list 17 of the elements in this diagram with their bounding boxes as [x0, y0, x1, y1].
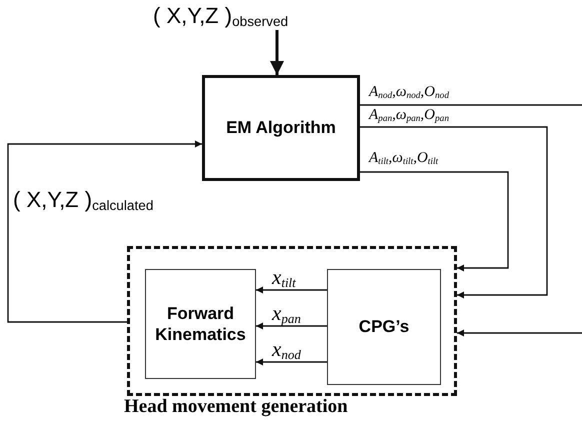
arrow [360, 126, 548, 298]
edge-label: A$_{tilt}$,ω$_{tilt}$,O$_{tilt}$ [368, 150, 440, 166]
process-box: EM Algorithm [202, 75, 360, 181]
group-caption: Head movement generation [124, 396, 348, 418]
arrow [360, 171, 509, 272]
edge-label: ( X,Y,Z )$_{calculated}$ [12, 188, 154, 212]
arrow [457, 330, 582, 336]
process-box: CPG’s [327, 269, 441, 385]
arrow [256, 358, 327, 366]
edge-label: A$_{pan}$,ω$_{pan}$,O$_{pan}$ [368, 107, 450, 124]
edge-label: A$_{nod}$,ω$_{nod}$,O$_{nod}$ [368, 84, 450, 100]
arrow [270, 30, 284, 75]
arrow [256, 286, 327, 294]
arrow [7, 140, 202, 323]
input-label: ( X,Y,Z )$_{observed}$ [118, 2, 298, 30]
process-box: Forward Kinematics [145, 269, 256, 379]
arrow [256, 322, 327, 330]
